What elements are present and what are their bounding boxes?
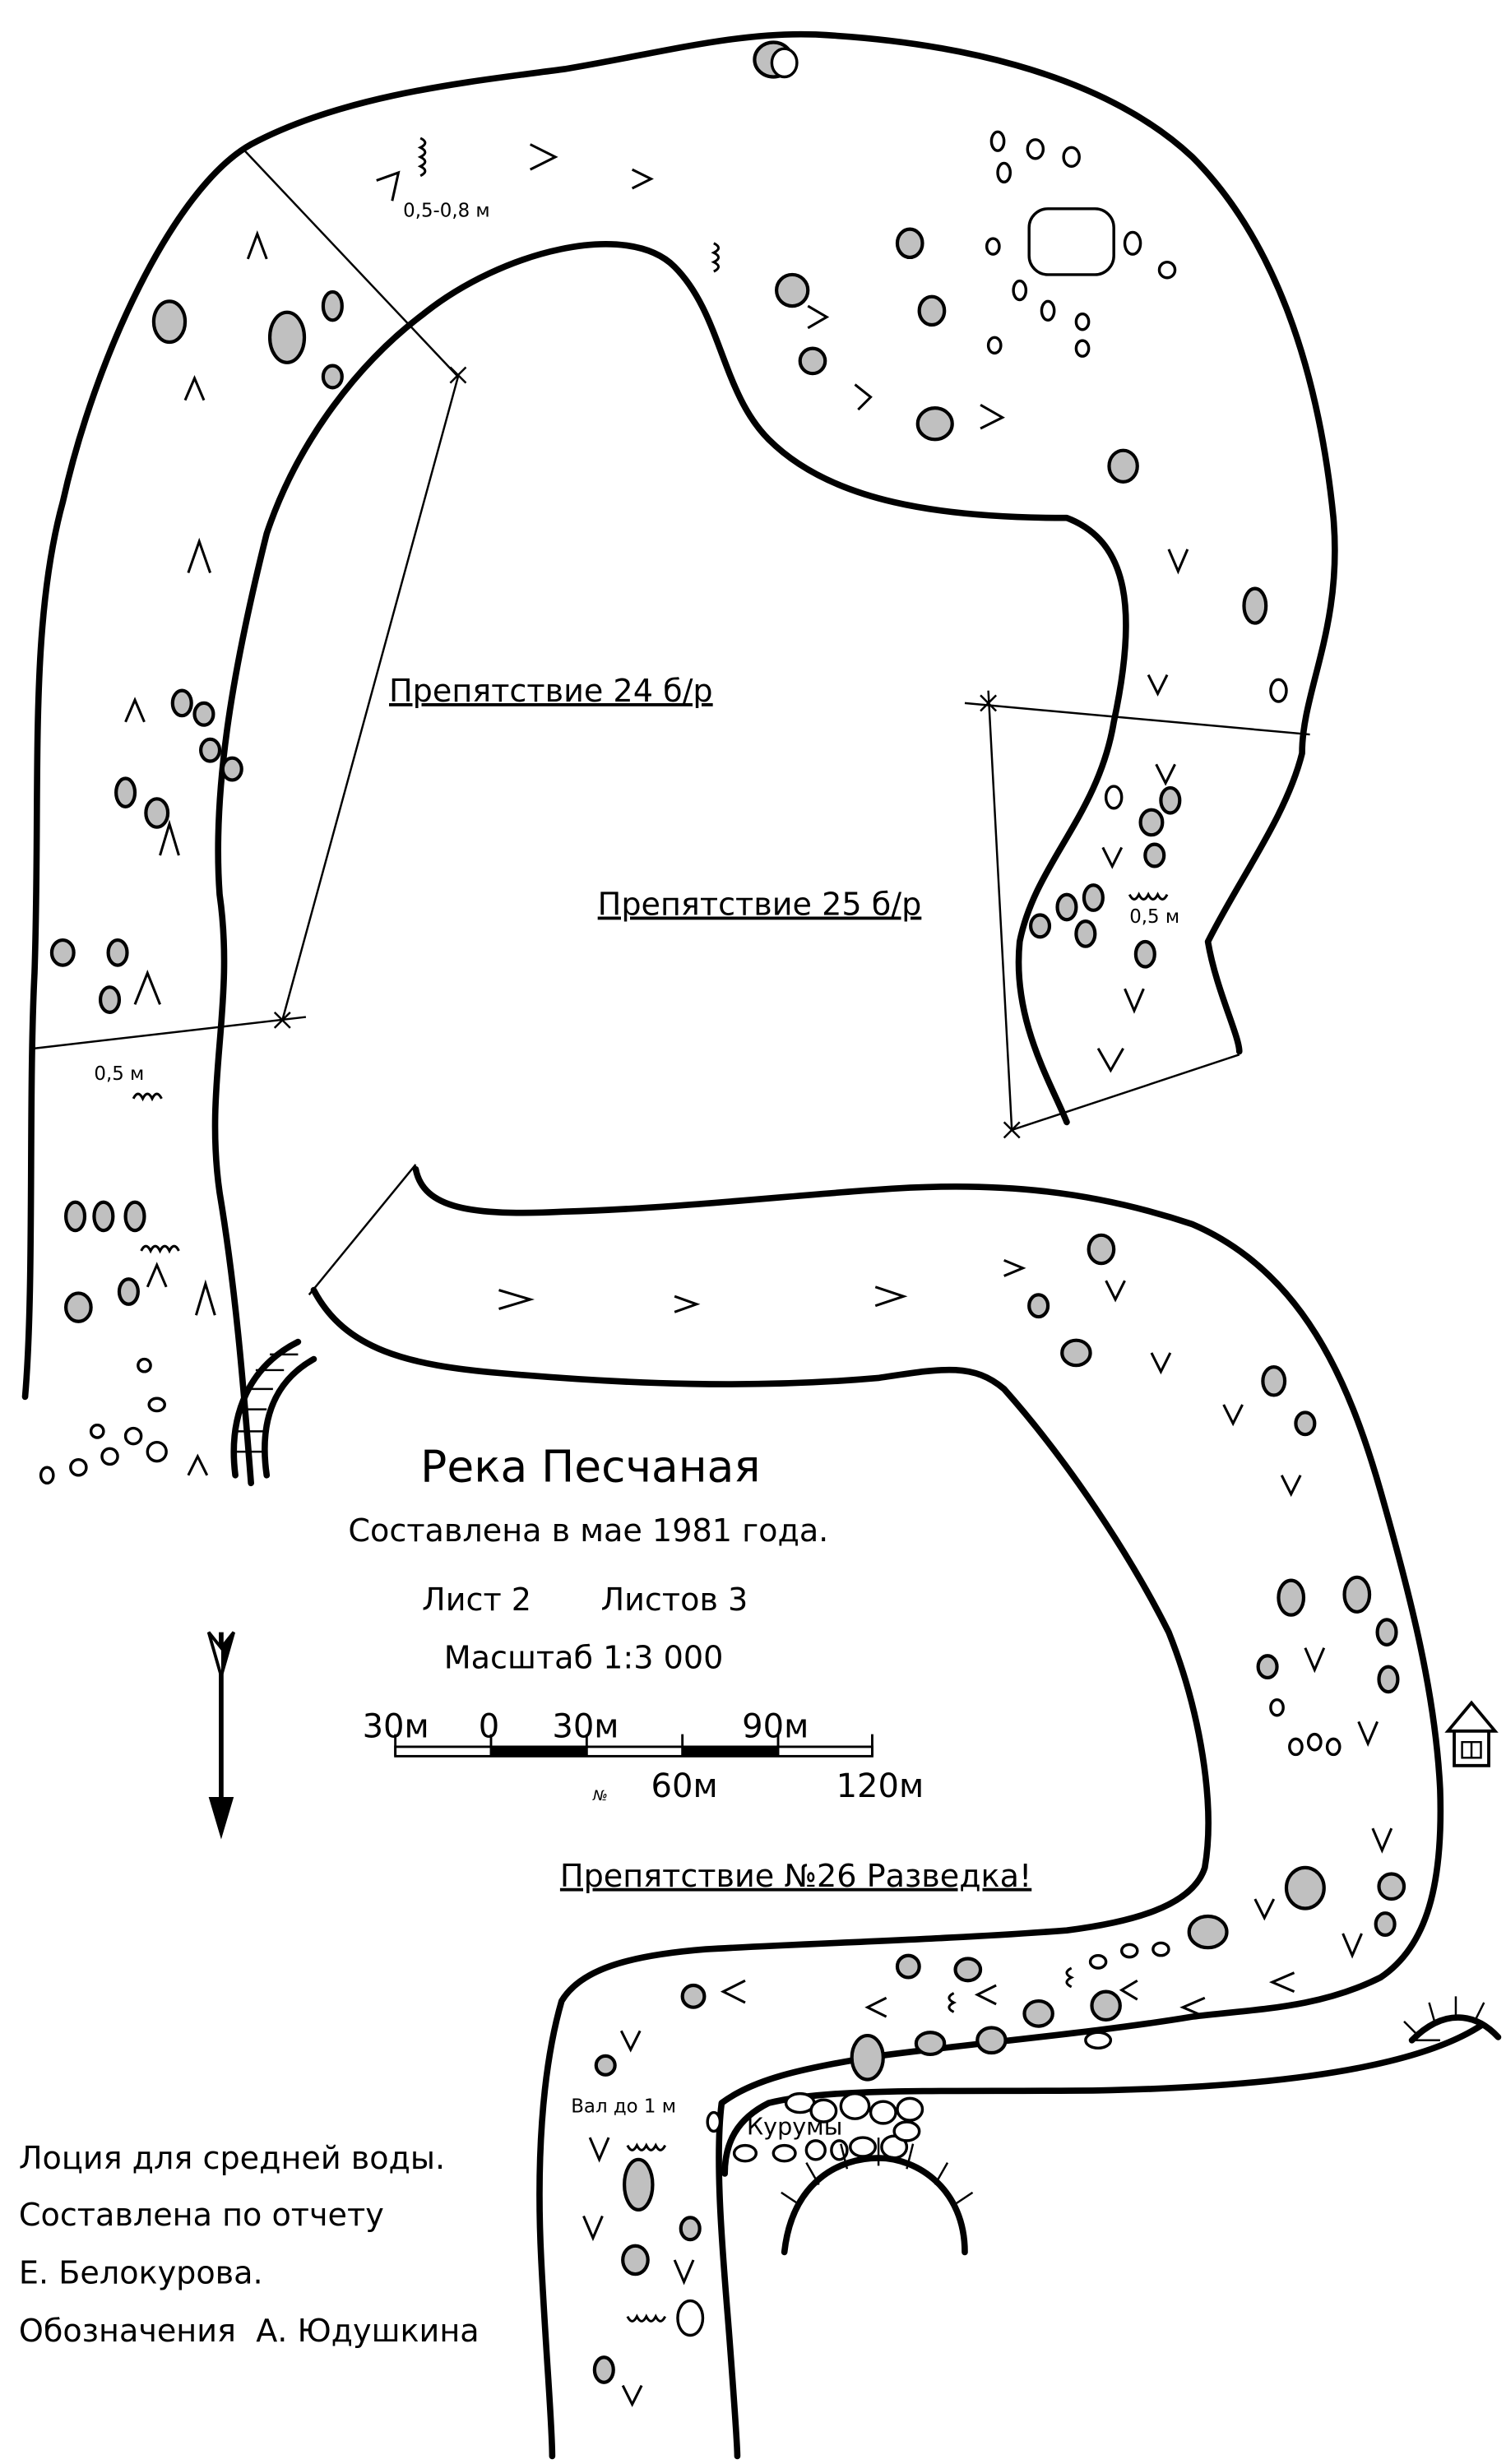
outer-bank-upper-loop — [21, 30, 1338, 1401]
scale-label-120: 120м — [836, 1767, 924, 1805]
note-line-4: Обозначения А. Юдушкина — [19, 2313, 480, 2349]
labels: 0,5-0,8 м Препятствие 24 б/р Препятствие… — [19, 200, 1179, 2349]
scale-label-0: 0 — [479, 1707, 499, 1745]
upper-bank-lower-channel — [412, 1165, 1444, 2460]
sheet-number: Лист 2 — [422, 1582, 531, 1618]
cliff-symbols — [230, 1338, 1485, 2256]
depth-label-left: 0,5 м — [94, 1063, 144, 1085]
scale-label-30-left: 30м — [363, 1707, 429, 1745]
scale-label-60: 60м — [651, 1767, 718, 1805]
inner-bank-upper-loop — [211, 241, 1129, 1487]
wave-label: Вал до 1 м — [571, 2096, 676, 2118]
river-banks — [21, 30, 1502, 2460]
sheets-total: Листов 3 — [600, 1582, 748, 1618]
scale-number-sign: № — [592, 1788, 608, 1804]
depth-label-right: 0,5 м — [1129, 906, 1179, 928]
flow-arrows — [124, 143, 1393, 2407]
scale-label-90: 90м — [742, 1707, 809, 1745]
rocks — [49, 40, 1406, 2384]
lower-bank-lower-channel — [310, 1286, 1212, 2460]
wave-symbols — [132, 137, 1169, 2323]
bay-bank — [1408, 2014, 1502, 2044]
section-lines — [34, 148, 1310, 1296]
compiled-date: Составлена в мае 1981 года. — [348, 1512, 828, 1549]
scale-label-30: 30м — [552, 1707, 619, 1745]
obstacle-25-label: Препятствие 25 б/р — [598, 887, 922, 923]
note-line-2: Составлена по отчету — [19, 2197, 384, 2233]
note-line-3: Е. Белокурова. — [19, 2255, 263, 2291]
depth-label-top: 0,5-0,8 м — [403, 200, 490, 221]
note-line-1: Лоция для средней воды. — [19, 2140, 445, 2176]
kurumy-label: Курумы — [747, 2112, 842, 2140]
pebbles — [39, 130, 1341, 2163]
map-scale: Масштаб 1:3 000 — [444, 1639, 724, 1675]
scale-bar: 30м 0 30м 90м 60м 120м № — [363, 1707, 924, 1805]
north-arrow-icon — [206, 1631, 236, 1840]
obstacle-24-label: Препятствие 24 б/р — [389, 673, 713, 709]
map-title: Река Песчаная — [420, 1440, 760, 1492]
house-icon — [1444, 1700, 1499, 1767]
kurumy-bank — [721, 2021, 1486, 2177]
obstacle-26-label: Препятствие №26 Разведка! — [560, 1858, 1031, 1894]
